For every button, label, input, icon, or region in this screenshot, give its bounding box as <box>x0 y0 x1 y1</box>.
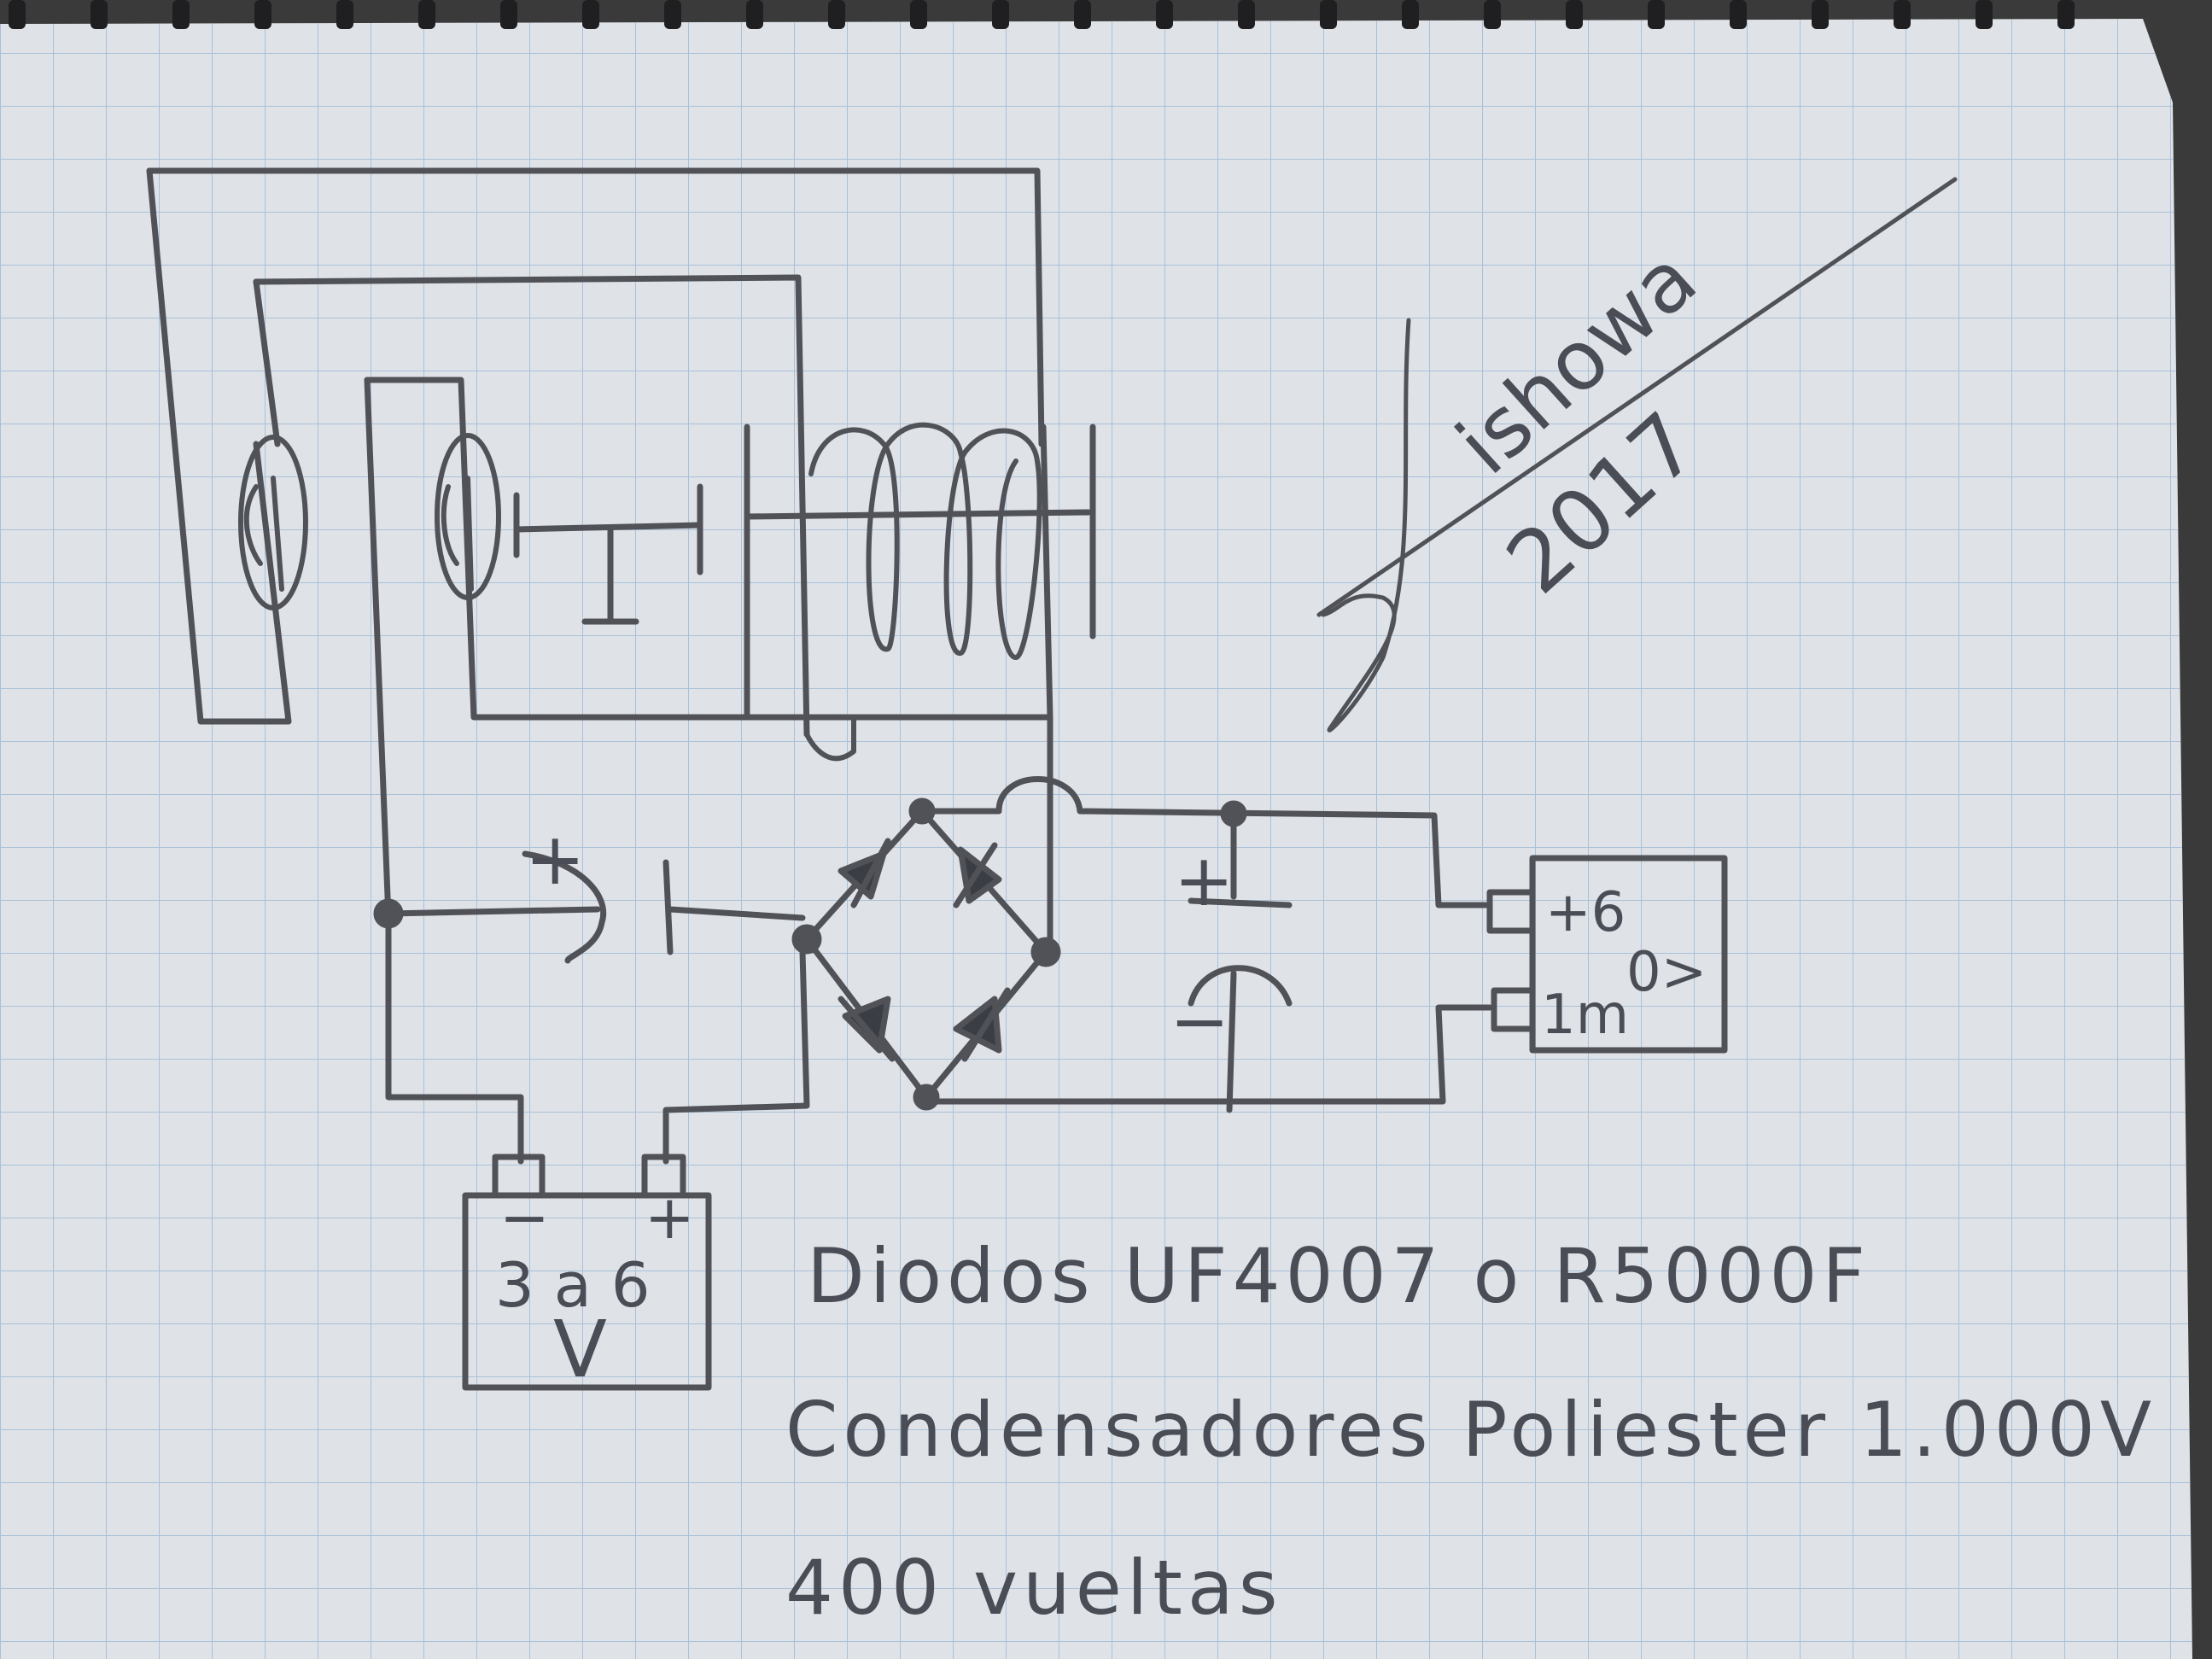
spiral-hole <box>1402 0 1419 29</box>
spiral-hole <box>664 0 681 29</box>
spiral-hole <box>418 0 435 29</box>
spiral-hole <box>828 0 845 29</box>
note-turns: 400 vueltas <box>785 1544 1283 1632</box>
spark-gap <box>513 483 703 625</box>
circuit-wiring <box>146 167 1096 951</box>
spiral-hole <box>1238 0 1255 29</box>
output-plus-label: +6 <box>1545 881 1625 944</box>
capacitor-left <box>373 850 806 964</box>
spiral-binding <box>9 0 2075 29</box>
spiral-hole <box>1730 0 1747 29</box>
spiral-hole <box>500 0 517 29</box>
cap-right-minus-label: − <box>1170 979 1233 1063</box>
capacitor-right <box>919 776 1493 1113</box>
spiral-hole <box>1976 0 1993 29</box>
spiral-hole <box>1894 0 1911 29</box>
battery-range-label: 3 a 6 <box>495 1249 651 1321</box>
spiral-hole <box>582 0 599 29</box>
transformer-coil <box>804 422 1042 762</box>
neon-tube-left <box>238 435 308 610</box>
signature-flourish <box>1316 177 1958 733</box>
spiral-hole <box>9 0 26 29</box>
spiral-hole <box>90 0 108 29</box>
spiral-hole <box>992 0 1009 29</box>
battery-plus-label: + <box>645 1183 695 1253</box>
spiral-hole <box>1812 0 1829 29</box>
spiral-hole <box>2057 0 2075 29</box>
spiral-hole <box>746 0 763 29</box>
spiral-hole <box>1156 0 1173 29</box>
diode-bridge <box>791 797 1061 1111</box>
spiral-hole <box>1320 0 1337 29</box>
spiral-hole <box>172 0 190 29</box>
neon-tube-right <box>435 433 501 600</box>
cap-right-plus-label: + <box>1174 838 1237 922</box>
output-minus-label: 1m <box>1541 984 1629 1047</box>
spiral-hole <box>254 0 271 29</box>
battery-unit-label: V <box>553 1304 607 1395</box>
spiral-hole <box>1566 0 1583 29</box>
spiral-hole <box>1074 0 1091 29</box>
spiral-hole <box>910 0 927 29</box>
output-voltage-label: 0> <box>1626 941 1707 1004</box>
spiral-hole <box>1484 0 1501 29</box>
output-terminal-box <box>1486 855 1728 1054</box>
spiral-hole <box>336 0 353 29</box>
cap-left-plus-label: + <box>525 817 588 901</box>
note-capacitors: Condensadores Poliester 1.000V <box>785 1386 2157 1474</box>
paper-sheet <box>0 19 2192 1659</box>
battery <box>385 914 810 1391</box>
spiral-hole <box>1648 0 1665 29</box>
note-diodes: Diodos UF4007 o R5000F <box>807 1232 1871 1320</box>
battery-minus-label: − <box>499 1183 550 1253</box>
